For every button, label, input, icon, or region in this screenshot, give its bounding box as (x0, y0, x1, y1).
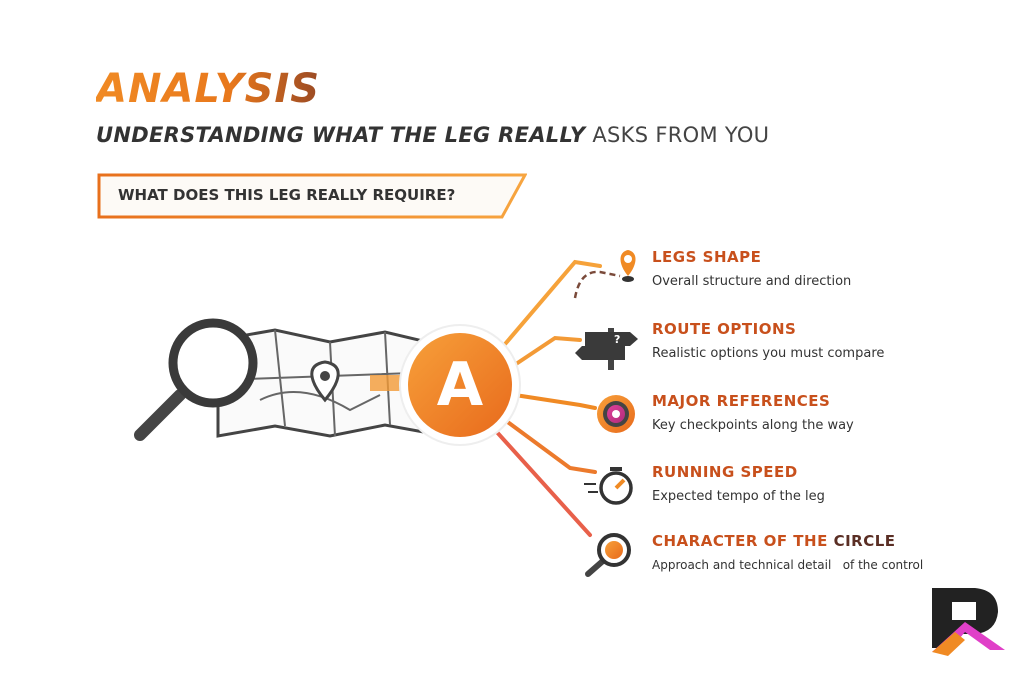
item-desc-character-circle: Approach and technical detail of the con… (652, 558, 924, 572)
item-desc-major-references: Key checkpoints along the way (652, 418, 854, 433)
item-title-route-options: ROUTE OPTIONS (652, 320, 797, 338)
item-desc-running-speed: Expected tempo of the leg (652, 489, 825, 504)
item-title-major-references: MAJOR REFERENCES (652, 392, 831, 410)
map-pin-path-icon (573, 250, 636, 299)
item-title-part-a: CHARACTER OF THE (652, 532, 828, 550)
magnifier-circle-icon (585, 533, 631, 577)
item-desc-route-options: Realistic options you must compare (652, 346, 885, 361)
target-icon (597, 395, 635, 433)
page-subtitle: UNDERSTANDING WHAT THE LEG REALLY ASKS F… (96, 123, 769, 147)
hub-letter: A (436, 350, 484, 420)
subtitle-light: ASKS FROM YOU (592, 123, 770, 147)
svg-text:?: ? (614, 333, 620, 346)
brand-logo (932, 588, 1005, 656)
hub-circle (399, 324, 521, 446)
banner-question: WHAT DOES THIS LEG REALLY REQUIRE? (118, 186, 456, 204)
stopwatch-icon (584, 467, 633, 505)
connector-lines (493, 259, 602, 537)
item-title-part-b: CIRCLE (833, 532, 896, 550)
signpost-icon: ? (575, 328, 638, 370)
subtitle-bold: UNDERSTANDING WHAT THE LEG REALLY (96, 123, 586, 147)
page-title: ANALYSIS (96, 66, 321, 112)
item-title-character-circle: CHARACTER OF THE CIRCLE (652, 532, 896, 550)
magnifier-icon (134, 318, 258, 441)
map-icon (216, 328, 442, 438)
item-title-running-speed: RUNNING SPEED (652, 463, 798, 481)
question-banner (97, 173, 527, 219)
item-title-legs-shape: LEGS SHAPE (652, 248, 762, 266)
item-desc-legs-shape: Overall structure and direction (652, 274, 852, 289)
